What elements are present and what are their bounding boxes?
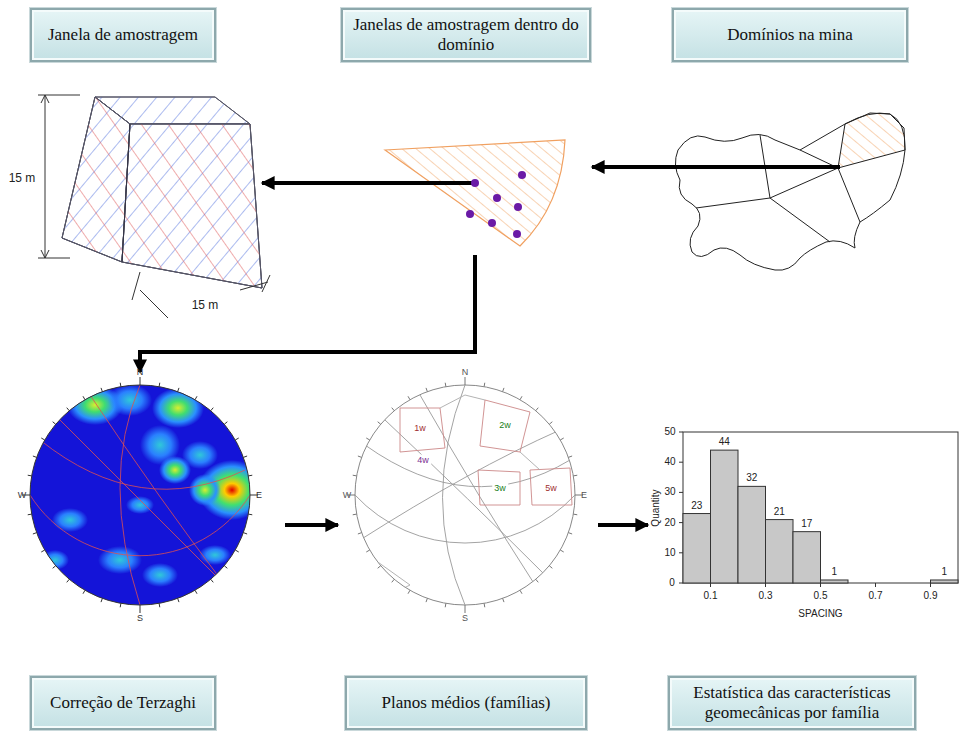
axis-tick: 30 [664, 487, 675, 497]
compass-label: W [343, 491, 352, 500]
mean-planes-stereonet [347, 377, 583, 613]
dimension-label: 15 m [190, 298, 221, 312]
compass-label: N [137, 368, 144, 377]
axis-tick: 40 [664, 457, 675, 467]
flow-arrow [140, 255, 475, 372]
axis-tick: 0.3 [759, 591, 773, 601]
step-title: Estatística das características geomecân… [670, 681, 914, 725]
axis-tick: 0 [669, 578, 675, 588]
domain-sector [340, 140, 565, 246]
bar-value: 44 [719, 437, 730, 447]
flow-arrow [262, 181, 340, 185]
bar-value: 21 [774, 507, 785, 517]
spacing-histogram [679, 432, 958, 587]
dimension-label: 15 m [7, 171, 38, 185]
process-step: Planos médios (famílias) [338, 372, 598, 735]
axis-tick: 0.7 [869, 591, 883, 601]
bar-value: 32 [746, 473, 757, 483]
process-step: Correção de Terzaghi [15, 372, 285, 735]
family-label: 1w [412, 423, 428, 434]
flow-arrow [592, 165, 640, 169]
process-step: Janelas de amostragem dentro do domínio [340, 8, 592, 255]
step-title: Planos médios (famílias) [373, 691, 558, 715]
bar-value: 1 [941, 567, 947, 577]
family-label: 4w [415, 455, 431, 466]
flow-arrow [285, 523, 338, 527]
process-step: Domínios na mina [640, 8, 932, 275]
step-title: Janelas de amostragem dentro do domínio [343, 13, 589, 57]
compass-label: E [581, 491, 587, 500]
compass-label: W [18, 491, 27, 500]
sampling-block [62, 97, 262, 288]
title-box: Domínios na mina [672, 8, 908, 62]
axis-title: SPACING [798, 609, 842, 619]
bar-value: 17 [801, 519, 812, 529]
step-title: Domínios na mina [719, 23, 861, 47]
compass-label: E [256, 491, 262, 500]
process-step: Estatística das características geomecân… [648, 405, 960, 735]
compass-label: S [137, 614, 143, 623]
compass-label: N [462, 368, 469, 377]
family-label: 2w [497, 420, 513, 431]
compass-label: S [462, 614, 468, 623]
axis-tick: 0.5 [814, 591, 828, 601]
step-title: Correção de Terzaghi [42, 691, 204, 715]
axis-tick: 0.1 [704, 591, 718, 601]
step-title: Janela de amostragem [40, 23, 206, 47]
axis-title: Quantity [651, 489, 661, 526]
title-box: Janela de amostragem [30, 8, 216, 62]
title-box: Planos médios (famílias) [345, 676, 587, 730]
flow-arrow [598, 523, 648, 527]
axis-tick: 10 [664, 548, 675, 558]
axis-tick: 50 [664, 427, 675, 437]
axis-tick: 0.9 [924, 591, 938, 601]
title-box: Janelas de amostragem dentro do domínio [341, 8, 591, 62]
title-box: Correção de Terzaghi [30, 676, 216, 730]
bar-value: 23 [691, 501, 702, 511]
axis-tick: 20 [664, 518, 675, 528]
mine-domains [640, 113, 905, 270]
bar-value: 1 [831, 567, 837, 577]
process-step: Janela de amostragem [15, 8, 262, 310]
dimension-lines [38, 95, 270, 318]
family-label: 5w [543, 483, 559, 494]
title-box: Estatística das características geomecân… [668, 676, 916, 730]
family-label: 3w [492, 483, 508, 494]
stereonet-density [22, 377, 266, 613]
